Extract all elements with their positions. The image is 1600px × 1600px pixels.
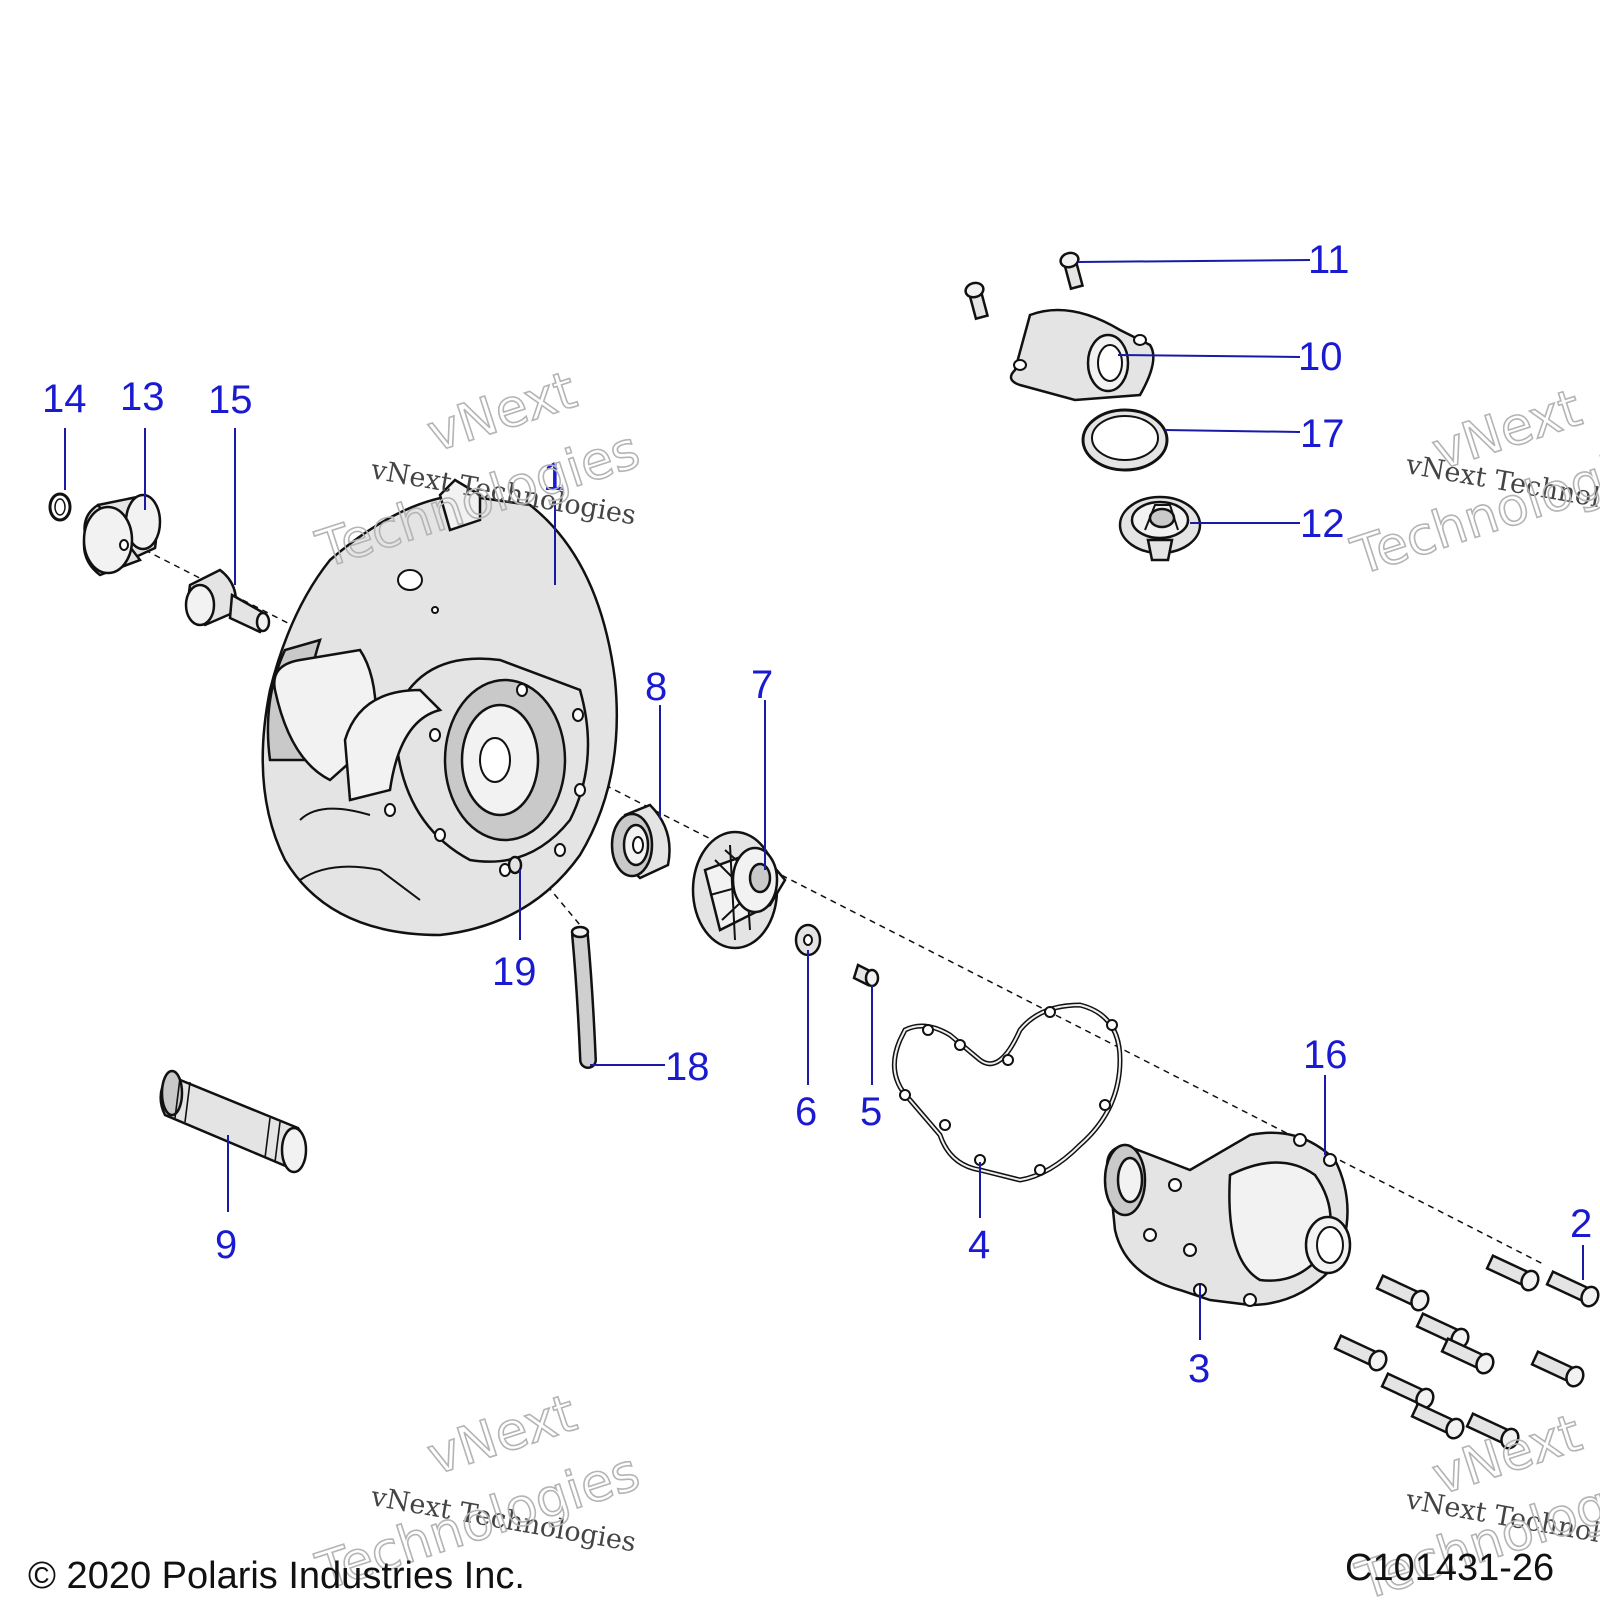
part-6-washer: [794, 923, 822, 957]
callout-19: 19: [492, 950, 537, 994]
callout-7: 7: [751, 663, 773, 707]
drawing-id-text: C101431-26: [1345, 1547, 1554, 1589]
callout-13: 13: [120, 375, 165, 419]
callout-11: 11: [1308, 238, 1350, 282]
part-18-hose: [570, 925, 597, 1069]
part-13-spacer: [82, 493, 162, 577]
part-15-shaft: [184, 568, 271, 634]
part-5-bolt: [852, 963, 880, 988]
callout-9: 9: [215, 1223, 237, 1267]
part-7-impeller: [691, 830, 787, 950]
callout-1: 1: [543, 455, 565, 499]
callout-6: 6: [795, 1090, 817, 1134]
part-10-thermostat-housing: [1009, 308, 1155, 402]
callout-12: 12: [1300, 502, 1345, 546]
callout-18: 18: [665, 1045, 710, 1089]
part-3-pump-body: [1103, 1131, 1352, 1307]
part-12-thermostat: [1118, 495, 1202, 562]
callout-3: 3: [1188, 1347, 1210, 1391]
part-19-plug: [507, 855, 523, 875]
part-1-housing: [261, 478, 619, 937]
part-4-gasket: [891, 1002, 1123, 1183]
watermark-top-right: vNext Technologies vNext Technologies: [1344, 378, 1600, 589]
callout-5: 5: [860, 1090, 882, 1134]
part-11-bolts: [964, 251, 1085, 321]
callout-8: 8: [645, 665, 667, 709]
callout-15: 15: [208, 378, 253, 422]
callouts: 14 13 15 1 8 7 19 18 6 5 4 9 3 16 2 11 1…: [42, 238, 1592, 1391]
callout-4: 4: [968, 1223, 990, 1267]
part-9-pipe: [159, 1069, 308, 1174]
callout-14: 14: [42, 377, 87, 421]
part-17-oring: [1081, 408, 1169, 472]
leader-lines: [64, 259, 1584, 1340]
callout-16: 16: [1303, 1033, 1348, 1077]
copyright-text: © 2020 Polaris Industries Inc.: [28, 1555, 525, 1597]
part-2-bolts: [1333, 1253, 1600, 1450]
part-8-seal: [610, 803, 671, 880]
part-14-oring: [48, 492, 72, 522]
callout-2: 2: [1570, 1202, 1592, 1246]
callout-17: 17: [1300, 412, 1345, 456]
callout-10: 10: [1298, 335, 1343, 379]
